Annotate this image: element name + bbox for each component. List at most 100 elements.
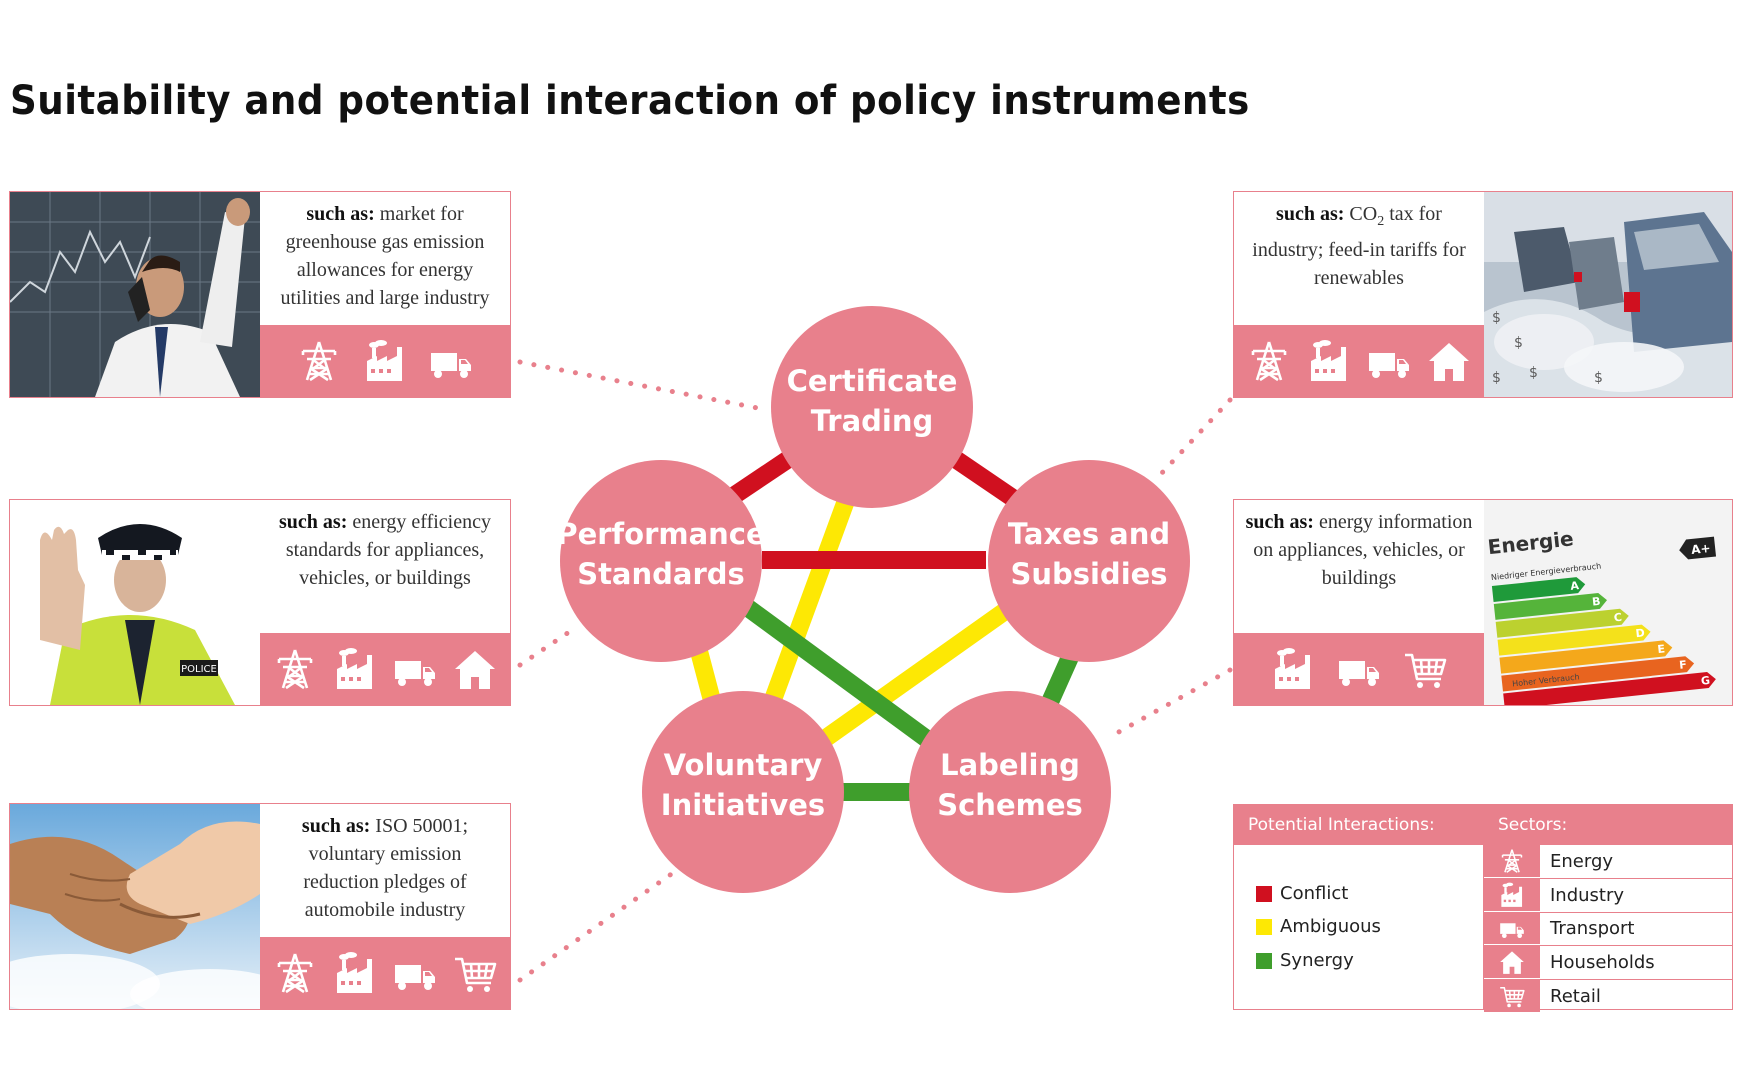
interactions-legend: Potential Interactions: Conflict Ambiguo… <box>1234 805 1483 1009</box>
sector-label: Energy <box>1550 850 1614 872</box>
legend-item-ambiguous: Ambiguous <box>1256 916 1381 937</box>
card-labeling-schemes: such as: energy information on appliance… <box>1233 499 1733 706</box>
sector-label: Households <box>1550 952 1655 974</box>
sector-row-industry: Industry <box>1484 878 1733 913</box>
card-description: such as: market for greenhouse gas emiss… <box>260 192 510 324</box>
description-text: energy information on appliances, vehicl… <box>1253 511 1473 589</box>
node-certificate-trading <box>771 306 973 508</box>
households-icon <box>453 647 497 691</box>
card-performance-standards: POLICE such as: energy efficiency standa… <box>9 499 511 706</box>
description-text: tax for industry; feed-in tariffs for re… <box>1252 203 1466 289</box>
households-icon <box>1499 949 1525 975</box>
node-performance-standards <box>560 460 762 662</box>
edge-taxes-voluntary <box>820 596 1021 746</box>
sectors-legend: Sectors: Energy Industry Transport House… <box>1483 805 1733 1013</box>
transport-icon <box>393 951 437 995</box>
energy-class: G <box>1700 674 1710 688</box>
ambiguous-swatch <box>1256 918 1272 935</box>
industry-icon <box>333 647 377 691</box>
energy-class: B <box>1591 595 1601 609</box>
legend-box: Potential Interactions: Conflict Ambiguo… <box>1233 804 1733 1013</box>
legend-label: Synergy <box>1280 950 1354 971</box>
energy-icon <box>273 951 317 995</box>
dollar-sign: $ <box>1492 310 1501 326</box>
energy-class: C <box>1613 611 1622 625</box>
traffic-photo: $ $ $ $ $ <box>1484 192 1732 397</box>
industry-icon <box>363 339 407 383</box>
energy-icon <box>1499 848 1525 874</box>
retail-icon <box>1499 983 1525 1009</box>
retail-icon <box>1403 647 1447 691</box>
synergy-swatch <box>1256 952 1272 969</box>
energy-class: F <box>1679 658 1688 672</box>
sectors-title: Sectors: <box>1484 805 1733 845</box>
police-photo: POLICE <box>10 500 260 705</box>
legend-item-synergy: Synergy <box>1256 950 1354 971</box>
legend-label: Ambiguous <box>1280 916 1381 937</box>
card-description: such as: energy efficiency standards for… <box>260 500 510 632</box>
legend-item-conflict: Conflict <box>1256 883 1348 904</box>
card-taxes-subsidies: such as: CO2 tax for industry; feed-in t… <box>1233 191 1733 398</box>
energy-class: A <box>1570 579 1580 593</box>
card-description: such as: CO2 tax for industry; feed-in t… <box>1234 192 1484 324</box>
energy-label-badge: A+ <box>1691 541 1712 557</box>
connector-performance <box>517 625 578 668</box>
transport-icon <box>429 339 473 383</box>
sector-icon-bar <box>1234 325 1484 397</box>
energy-icon <box>273 647 317 691</box>
connector-labeling <box>1105 667 1233 741</box>
transport-icon <box>1499 915 1525 941</box>
co2-text: CO <box>1349 203 1378 225</box>
node-label: Schemes <box>937 788 1083 822</box>
dollar-sign: $ <box>1594 370 1603 386</box>
police-badge: POLICE <box>181 664 217 675</box>
handshake-photo <box>10 804 260 1009</box>
card-certificate-trading: such as: market for greenhouse gas emiss… <box>9 191 511 398</box>
node-taxes-subsidies <box>988 460 1190 662</box>
sector-icon-bar <box>1234 633 1484 705</box>
interactions-title: Potential Interactions: <box>1234 805 1483 845</box>
node-voluntary-initiatives <box>642 691 844 893</box>
sector-row-energy: Energy <box>1484 845 1733 879</box>
connector-taxes <box>1157 397 1233 478</box>
households-icon <box>1427 339 1471 383</box>
conflict-swatch <box>1256 885 1272 902</box>
energy-class: E <box>1657 642 1666 656</box>
node-label: Trading <box>811 404 934 438</box>
industry-icon <box>1307 339 1351 383</box>
dollar-sign: $ <box>1514 335 1523 351</box>
node-label: Standards <box>577 557 745 591</box>
page-title: Suitability and potential interaction of… <box>10 78 1250 124</box>
retail-icon <box>453 951 497 995</box>
trader-photo <box>10 192 260 397</box>
sector-row-retail: Retail <box>1484 980 1733 1013</box>
energy-class: D <box>1635 626 1645 640</box>
sector-icon-bar <box>260 633 510 705</box>
description-text: market for greenhouse gas emission allow… <box>280 203 490 309</box>
dollar-sign: $ <box>1492 370 1501 386</box>
description-text: ISO 50001; voluntary emission reduction … <box>303 815 469 921</box>
energy-label-photo: Energie Niedriger Energieverbrauch A B C… <box>1484 500 1732 705</box>
co2-subscript: 2 <box>1377 214 1385 229</box>
such-as-label: such as: <box>301 815 371 837</box>
node-label: Initiatives <box>661 788 825 822</box>
such-as-label: such as: <box>306 203 375 225</box>
edge-performance-labeling <box>734 594 941 753</box>
edge-certificate-voluntary <box>762 494 856 709</box>
node-label: Performance <box>556 517 765 551</box>
energy-icon <box>1247 339 1291 383</box>
industry-icon <box>1499 882 1525 908</box>
transport-icon <box>393 647 437 691</box>
legend-label: Conflict <box>1280 883 1349 904</box>
transport-icon <box>1337 647 1381 691</box>
industry-icon <box>333 951 377 995</box>
card-voluntary-initiatives: such as: ISO 50001; voluntary emission r… <box>9 803 511 1010</box>
node-label: Subsidies <box>1010 557 1167 591</box>
industry-icon <box>1271 647 1315 691</box>
transport-icon <box>1367 339 1411 383</box>
card-description: such as: ISO 50001; voluntary emission r… <box>260 804 510 936</box>
node-labeling-schemes <box>909 691 1111 893</box>
connector-certificate <box>517 359 771 413</box>
edge-certificate-taxes <box>945 448 1029 513</box>
